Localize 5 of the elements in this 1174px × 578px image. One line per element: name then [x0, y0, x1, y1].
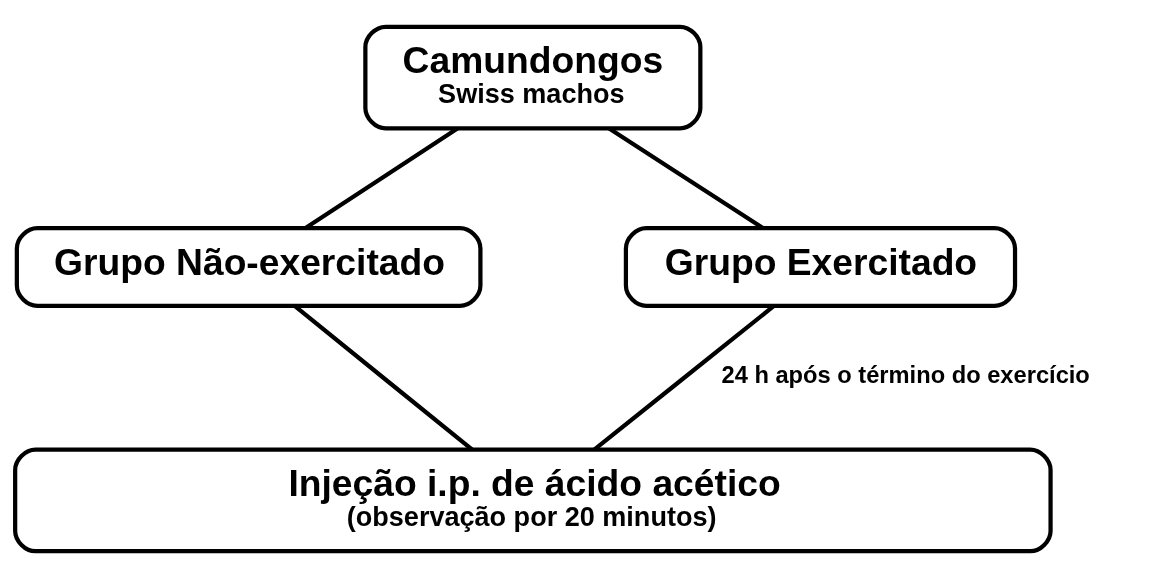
- node-box: Camundongos Swiss machos: [363, 24, 703, 131]
- node-box: Grupo Não-exercitado: [14, 225, 483, 309]
- node-box: Grupo Exercitado: [623, 225, 1018, 309]
- edge-label: 24 h após o término do exercício: [721, 362, 1090, 389]
- node-box: Injeção i.p. de ácido acético (observação por 20 minutos): [13, 447, 1053, 554]
